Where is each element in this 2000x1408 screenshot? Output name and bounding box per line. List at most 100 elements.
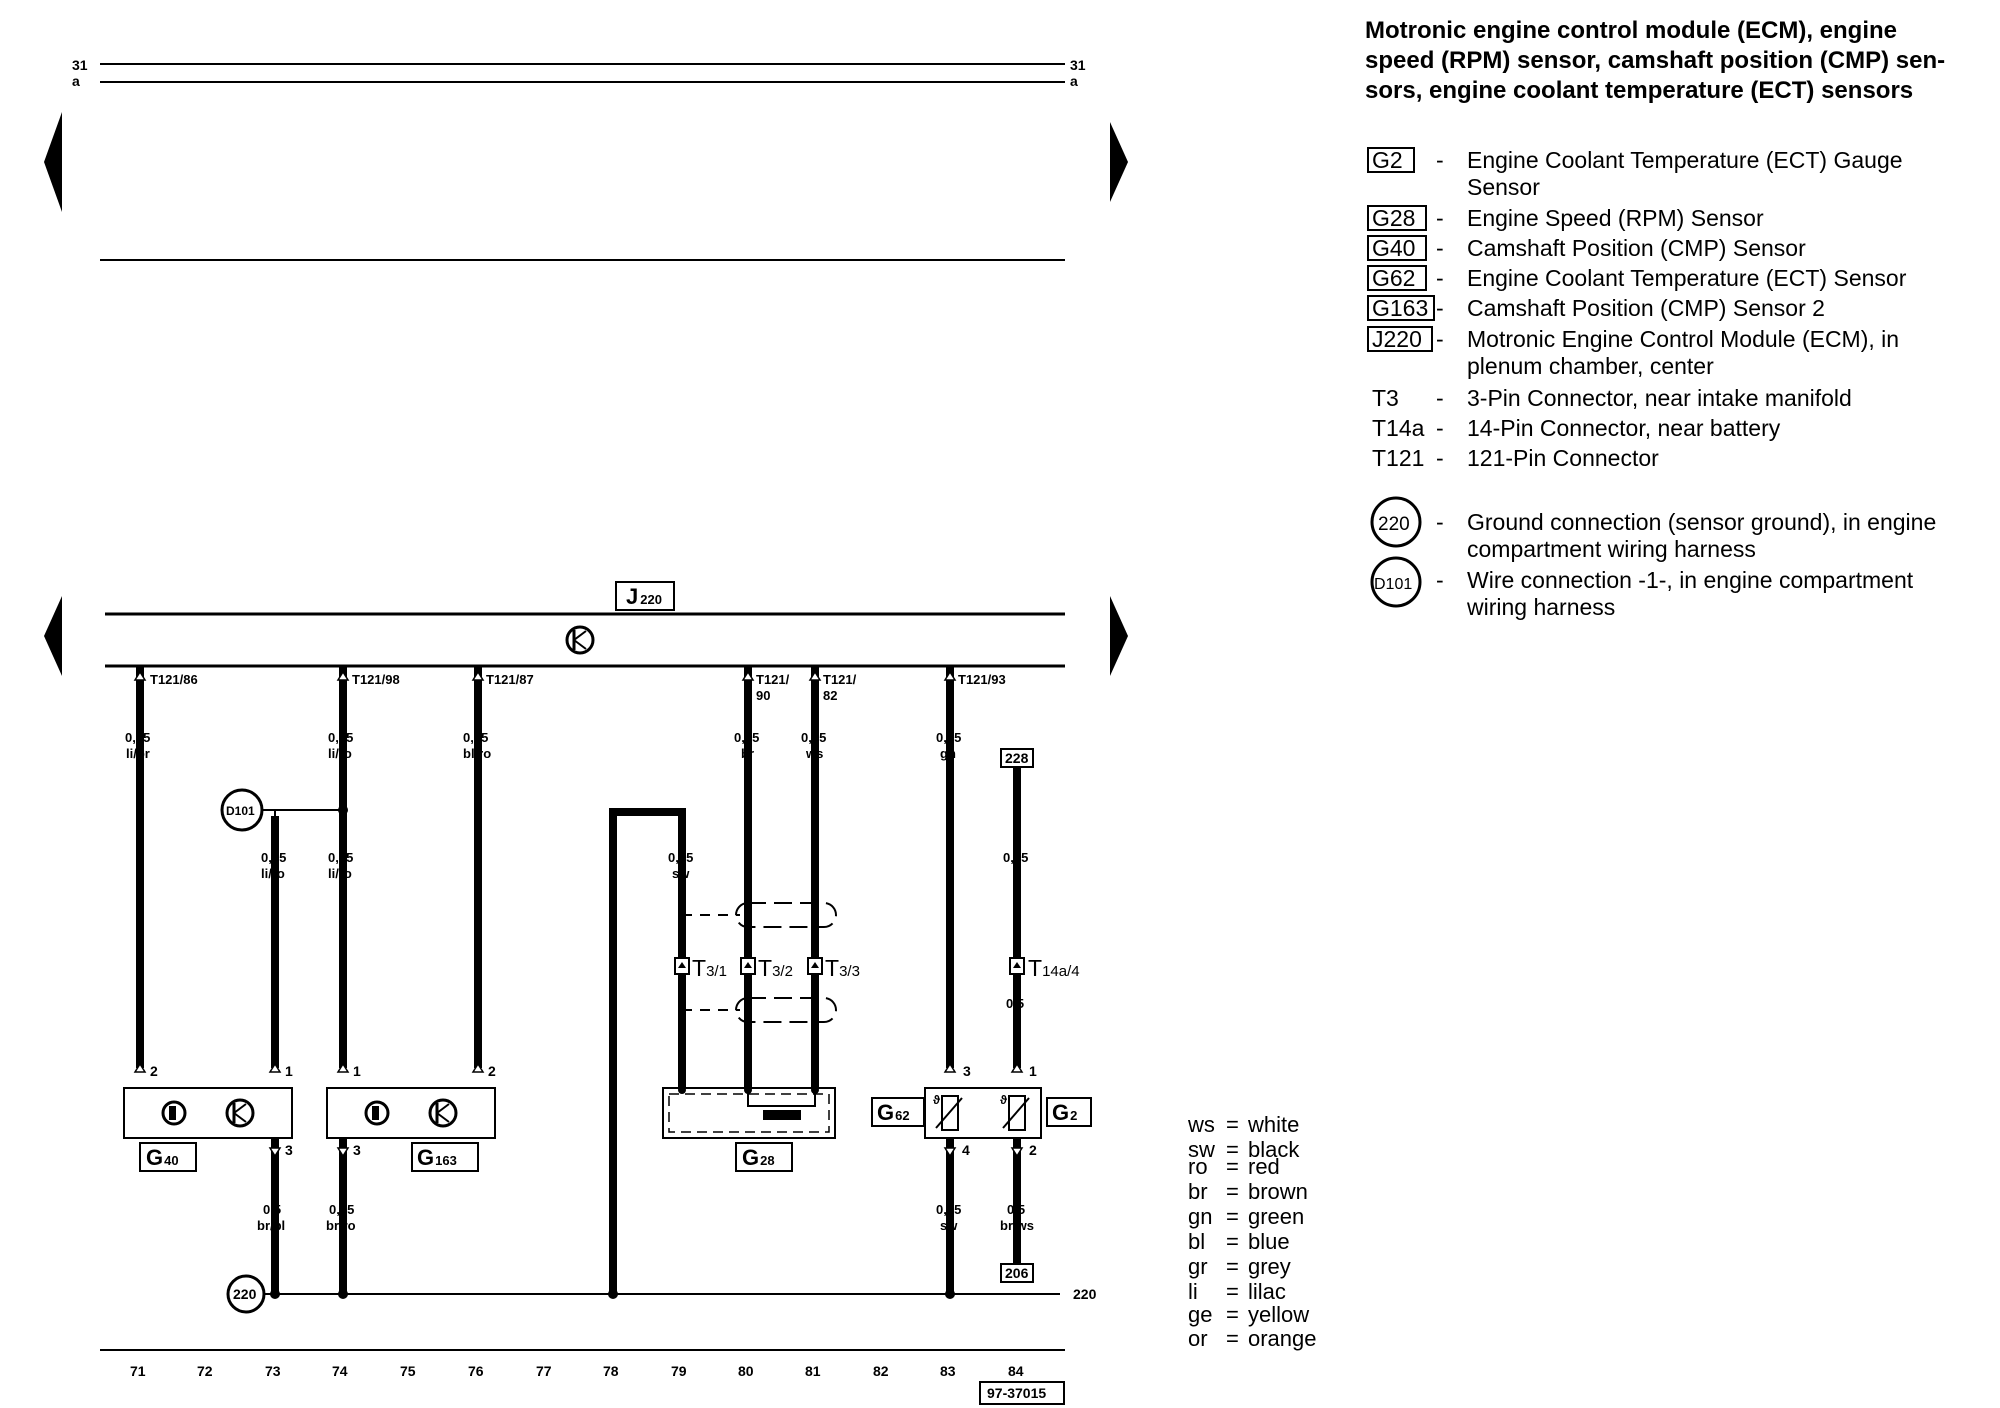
next-page-arrow-bottom[interactable] xyxy=(1110,596,1128,676)
g62-pin-3: 3 xyxy=(963,1063,971,1079)
ground-wire-color: br/ws xyxy=(1000,1218,1034,1233)
wire-size: 0,35 xyxy=(328,730,353,745)
svg-text:ϑ: ϑ xyxy=(1000,1093,1007,1107)
legend-dash: - xyxy=(1436,567,1444,593)
legend-code: D101 xyxy=(1374,576,1412,593)
color-name: red xyxy=(1248,1154,1280,1179)
wire-size: 0,35 xyxy=(463,730,488,745)
g40-label: G40 xyxy=(146,1145,179,1170)
wire-pin: T121/86 xyxy=(150,672,198,687)
g2-pin-1: 1 xyxy=(1029,1063,1037,1079)
ground-line-220: 220 220 xyxy=(226,1274,1097,1314)
column-number: 73 xyxy=(265,1363,281,1379)
ref-206-box xyxy=(1000,1263,1034,1283)
d101-wire-size: 0,35 xyxy=(261,850,286,865)
shield-wire: 0,35 sw xyxy=(609,808,693,1294)
legend-code: G62 xyxy=(1372,265,1415,291)
ground-wire-color: br/bl xyxy=(257,1218,285,1233)
color-name: black xyxy=(1248,1137,1300,1162)
prev-page-arrow-bottom[interactable] xyxy=(44,596,62,676)
color-name: grey xyxy=(1248,1254,1291,1279)
wire-pin: T121/ xyxy=(756,672,790,687)
t3-3-label: T3/3 xyxy=(825,955,860,981)
transistor-icon xyxy=(428,1098,458,1128)
rail-a-label-right: a xyxy=(1070,73,1078,89)
legend-dash: - xyxy=(1436,205,1444,231)
component-g62-g2: 3 1 ϑ ϑ G62 G2 4 2 xyxy=(871,1062,1092,1294)
wire-ws: T121/ 82 0,35 ws xyxy=(801,666,857,1088)
top-rails: 31 a 31 a xyxy=(72,57,1086,261)
title-line: speed (RPM) sensor, camshaft position (C… xyxy=(1365,47,1945,74)
doc-ref: 97-37015 xyxy=(987,1385,1046,1401)
g62-label-box xyxy=(871,1097,925,1127)
ground-line-label: 220 xyxy=(1073,1286,1097,1302)
ground-wire-size: 0,35 xyxy=(936,1202,961,1217)
wire-gn: T121/93 0,35 gn xyxy=(936,666,1006,1068)
legend-code: G28 xyxy=(1372,205,1415,231)
svg-text:ϑ: ϑ xyxy=(933,1093,940,1107)
color-name: white xyxy=(1247,1112,1299,1137)
shield-wire-path xyxy=(609,808,686,1294)
wire-color: li/ro xyxy=(328,746,352,761)
ground-wire-size: 0,35 xyxy=(329,1202,354,1217)
ref-206-label: 206 xyxy=(1005,1265,1029,1281)
legend-dash: - xyxy=(1436,385,1444,411)
wire-color: li/br xyxy=(126,746,150,761)
color-equals: = xyxy=(1226,1229,1239,1254)
wire-color: gn xyxy=(940,746,956,761)
g40-label-box xyxy=(139,1142,197,1172)
wire-pin: T121/ xyxy=(823,672,857,687)
j220-label-box xyxy=(615,581,675,611)
g2-feed-color: li xyxy=(1013,866,1020,881)
ground-wire-labels: 0,5 br/bl 0,35 br/ro 0,35 sw 0,5 br/ws 2… xyxy=(257,1202,1034,1283)
column-number: 78 xyxy=(603,1363,619,1379)
color-name: lilac xyxy=(1248,1279,1286,1304)
g62-label: G62 xyxy=(877,1100,910,1125)
legend-text: wiring harness xyxy=(1466,594,1615,620)
g163-feed-size: 0,35 xyxy=(328,850,353,865)
wire-pin: T121/98 xyxy=(352,672,400,687)
color-abbr: gr xyxy=(1188,1254,1208,1279)
color-abbr: br xyxy=(1188,1179,1208,1204)
column-number: 79 xyxy=(671,1363,687,1379)
t3-2-label: T3/2 xyxy=(758,955,793,981)
legend-text: Engine Coolant Temperature (ECT) Sensor xyxy=(1467,265,1907,291)
color-equals: = xyxy=(1226,1254,1239,1279)
color-name: orange xyxy=(1248,1326,1317,1351)
wire-pin: T121/87 xyxy=(486,672,534,687)
color-equals: = xyxy=(1226,1326,1239,1351)
prev-page-arrow-top[interactable] xyxy=(44,112,62,212)
next-page-arrow-top[interactable] xyxy=(1110,122,1128,202)
legend-text: 121-Pin Connector xyxy=(1467,445,1659,471)
legend-code: 220 xyxy=(1378,514,1410,535)
color-name: green xyxy=(1248,1204,1304,1229)
color-equals: = xyxy=(1226,1302,1239,1327)
g2-label: G2 xyxy=(1052,1100,1077,1125)
rail-31-label-left: 31 xyxy=(72,57,88,73)
wire-pin: T121/93 xyxy=(958,672,1006,687)
legend-text: Engine Coolant Temperature (ECT) Gauge xyxy=(1467,147,1903,173)
legend-code: G40 xyxy=(1372,235,1415,261)
g163-body xyxy=(326,1087,496,1139)
column-number: 71 xyxy=(130,1363,146,1379)
legend-text: plenum chamber, center xyxy=(1467,353,1714,379)
shielding xyxy=(682,902,837,1023)
g2-feed-size-2: 0,5 xyxy=(1006,996,1024,1011)
legend-dash: - xyxy=(1436,235,1444,261)
column-number: 84 xyxy=(1008,1363,1024,1379)
g163-pin-2: 2 xyxy=(488,1063,496,1079)
wire-br: T121/ 90 0,35 br xyxy=(734,666,790,1088)
t14a-4-label: T14a/4 xyxy=(1028,955,1080,981)
wire-li-ro-98: T121/98 0,35 li/ro 0,35 li/ro xyxy=(328,666,400,1068)
wire-size: 0,35 xyxy=(936,730,961,745)
hall-sensor-icon xyxy=(364,1100,390,1126)
legend-code: T121 xyxy=(1372,445,1424,471)
legend-text: Camshaft Position (CMP) Sensor xyxy=(1467,235,1806,261)
legend-text: 14-Pin Connector, near battery xyxy=(1467,415,1781,441)
color-name: blue xyxy=(1248,1229,1290,1254)
g163-label-box xyxy=(411,1142,479,1172)
color-abbr: bl xyxy=(1188,1229,1205,1254)
legend-text: Motronic Engine Control Module (ECM), in xyxy=(1467,326,1899,352)
component-g163: 1 2 G163 3 xyxy=(326,1062,496,1294)
